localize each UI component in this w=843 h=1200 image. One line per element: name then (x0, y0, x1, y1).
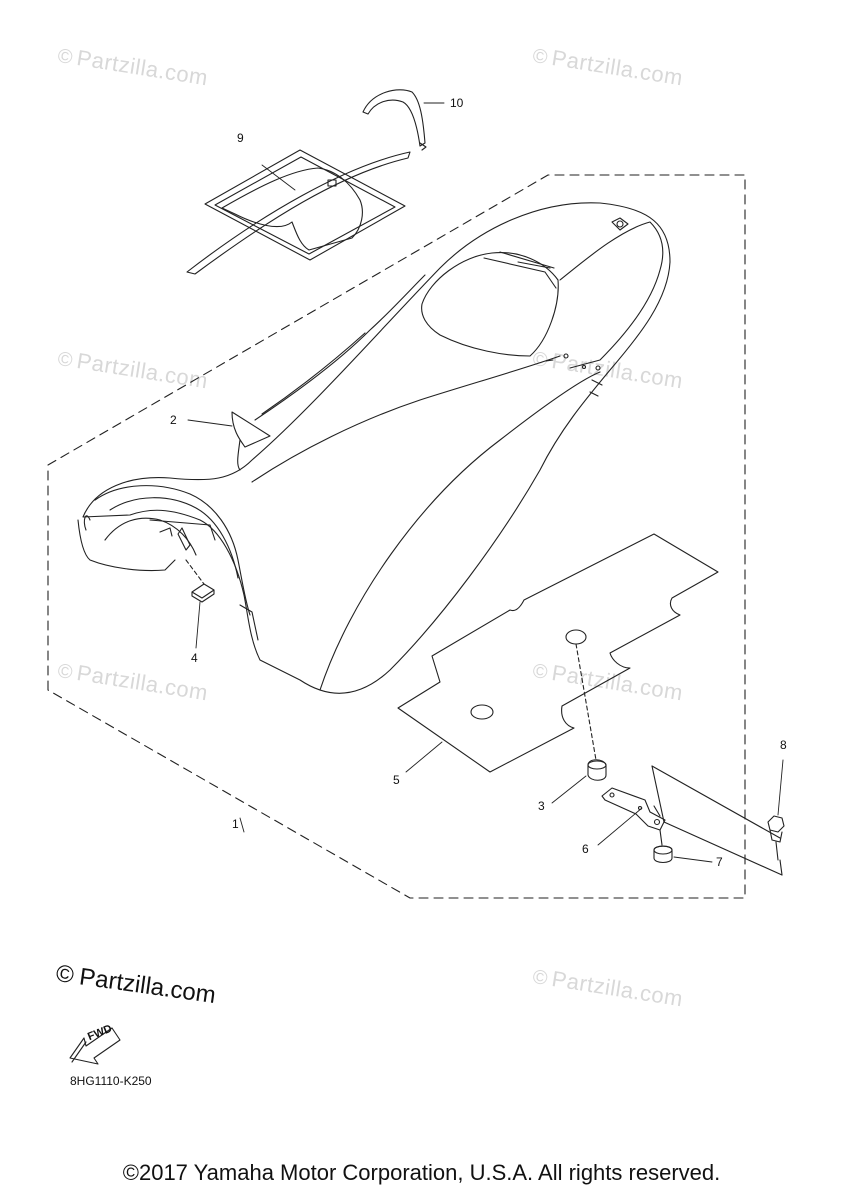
part-7-grommet (653, 829, 673, 864)
part-10-strap (362, 89, 427, 151)
part-6-bracket (601, 787, 666, 831)
assembly-boundary (47, 174, 746, 899)
callout-6[interactable]: 6 (582, 842, 589, 856)
diagram-code: 8HG1110-K250 (70, 1074, 152, 1088)
callout-10[interactable]: 10 (450, 96, 464, 110)
fwd-arrow-icon (69, 1027, 121, 1065)
callout-8[interactable]: 8 (780, 738, 787, 752)
callout-5[interactable]: 5 (393, 773, 400, 787)
copyright-footer: ©2017 Yamaha Motor Corporation, U.S.A. A… (122, 1160, 721, 1185)
callout-3[interactable]: 3 (538, 799, 545, 813)
callout-1[interactable]: 1 (232, 817, 239, 831)
part-3-damper (575, 643, 607, 781)
leader-lines (187, 102, 784, 863)
part-4-clip (185, 559, 215, 603)
callout-7[interactable]: 7 (716, 855, 723, 869)
callout-4[interactable]: 4 (191, 651, 198, 665)
callout-2[interactable]: 2 (170, 413, 177, 427)
part-1-seat (77, 202, 671, 694)
part-8-bolt (651, 765, 785, 876)
part-9-pad (186, 149, 411, 275)
part-5-sheet (397, 533, 719, 773)
callout-9[interactable]: 9 (237, 131, 244, 145)
